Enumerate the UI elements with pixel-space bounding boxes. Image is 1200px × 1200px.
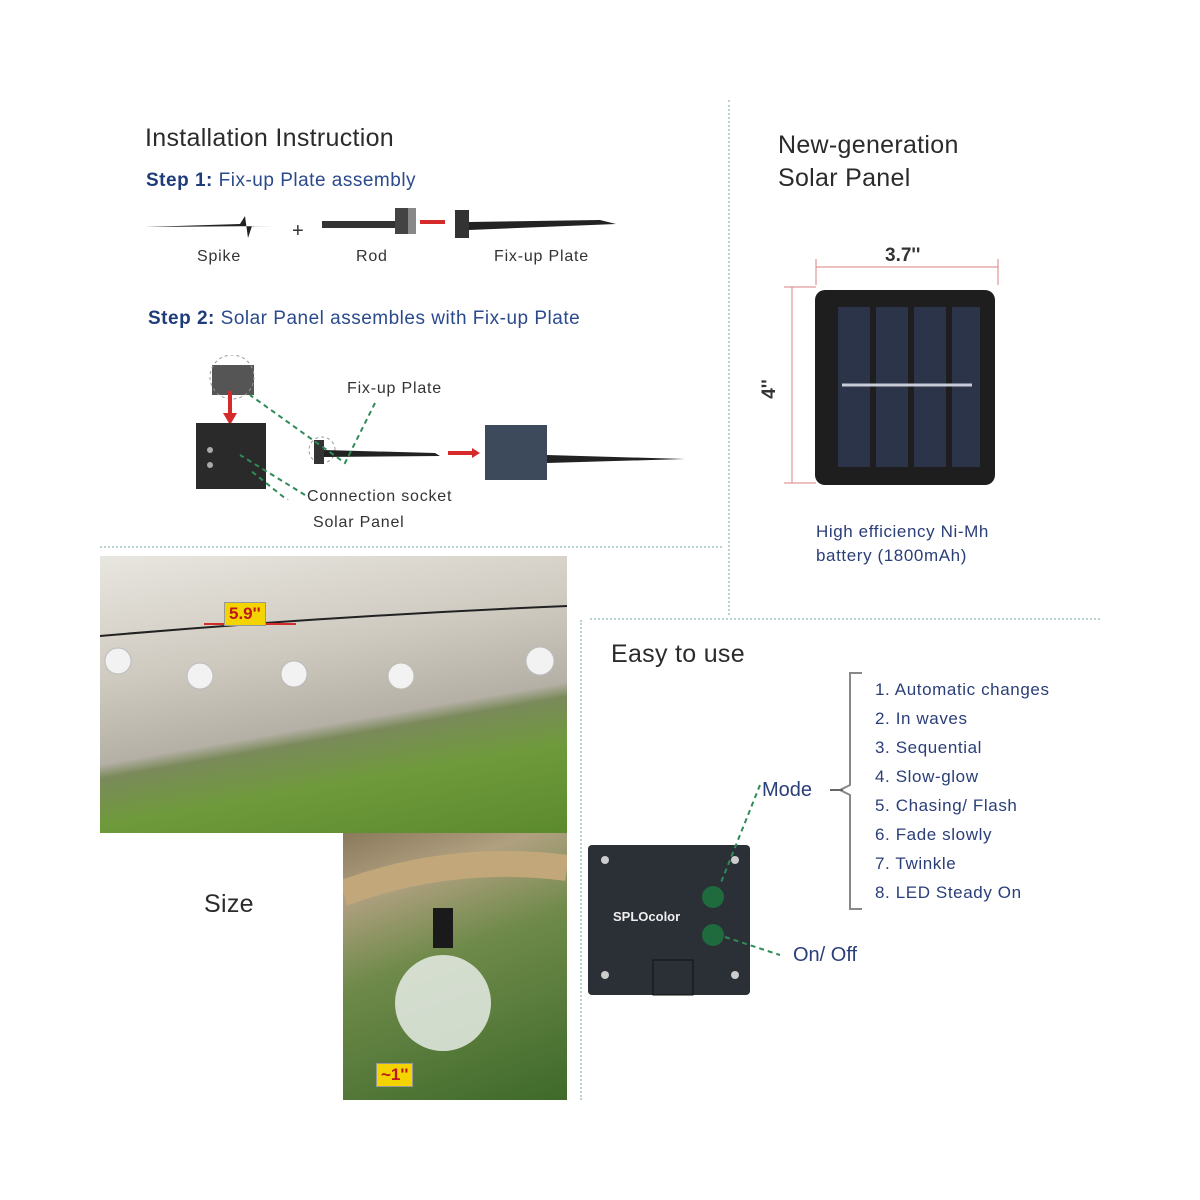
install-title: Installation Instruction [145,124,394,152]
solar-title-line1: New-generation [778,131,959,159]
easy-title: Easy to use [611,640,745,668]
solar-panel-callout: Solar Panel [313,514,405,531]
step1-parts-drawing [145,208,616,238]
string-lights-photo [100,556,567,833]
panel-on-stake-icon [485,425,547,480]
divider [590,618,1100,620]
step1-text: Fix-up Plate assembly [218,170,417,191]
size-title: Size [204,890,254,918]
mode-item: 5. Chasing/ Flash [875,796,1018,815]
battery-line1: High efficiency Ni-Mh [816,522,989,541]
mode-list: 1. Automatic changes 2. In waves 3. Sequ… [875,675,1050,907]
controller-box-icon [588,845,750,995]
step2-label: Step 2: [148,308,215,329]
mode-item: 4. Slow-glow [875,767,979,786]
solar-box-icon [196,423,266,489]
battery-info: High efficiency Ni-Mh battery (1800mAh) [816,520,989,568]
connection-socket-callout: Connection socket [307,488,453,505]
solar-panel-drawing [784,259,999,485]
step1-label: Step 1: [146,170,213,191]
mode-button-icon [702,886,724,908]
battery-line2: battery (1800mAh) [816,546,967,565]
spacing-tag: 5.9'' [224,602,266,626]
rod-label: Rod [356,248,388,265]
bulb-size-tag: ~1'' [376,1063,414,1087]
bulb-closeup-photo [343,833,567,1100]
solar-title-line2: Solar Panel [778,164,911,192]
power-button-icon [702,924,724,946]
divider [728,100,730,615]
rod-icon [322,221,400,228]
onoff-label: On/ Off [793,944,858,966]
step2-heading: Step 2: Solar Panel assembles with Fix-u… [148,308,580,330]
bracket [837,672,862,910]
controller-drawing [588,672,862,996]
spike-icon [145,216,275,238]
step2-text: Solar Panel assembles with Fix-up Plate [220,308,581,329]
mode-item: 3. Sequential [875,738,983,757]
mode-item: 6. Fade slowly [875,825,993,844]
plus-sign: + [292,220,304,242]
fixup-plate-label: Fix-up Plate [494,248,589,265]
mode-item: 2. In waves [875,709,968,728]
divider [580,620,582,1100]
spike-label: Spike [197,248,242,265]
fixup-plate-callout: Fix-up Plate [347,380,442,397]
fixup-plate-icon [455,210,469,238]
width-dimension: 3.7'' [885,245,921,266]
controller-brand: SPLOcolor [613,909,681,924]
divider [100,546,722,548]
mode-item: 7. Twinkle [875,854,957,873]
plate-mount-icon [212,365,254,395]
step2-assembly-drawing [196,355,685,500]
mode-item: 1. Automatic changes [875,680,1050,699]
step1-heading: Step 1: Fix-up Plate assembly [146,170,416,192]
mode-item: 8. LED Steady On [875,883,1022,902]
mode-label: Mode [762,779,813,801]
